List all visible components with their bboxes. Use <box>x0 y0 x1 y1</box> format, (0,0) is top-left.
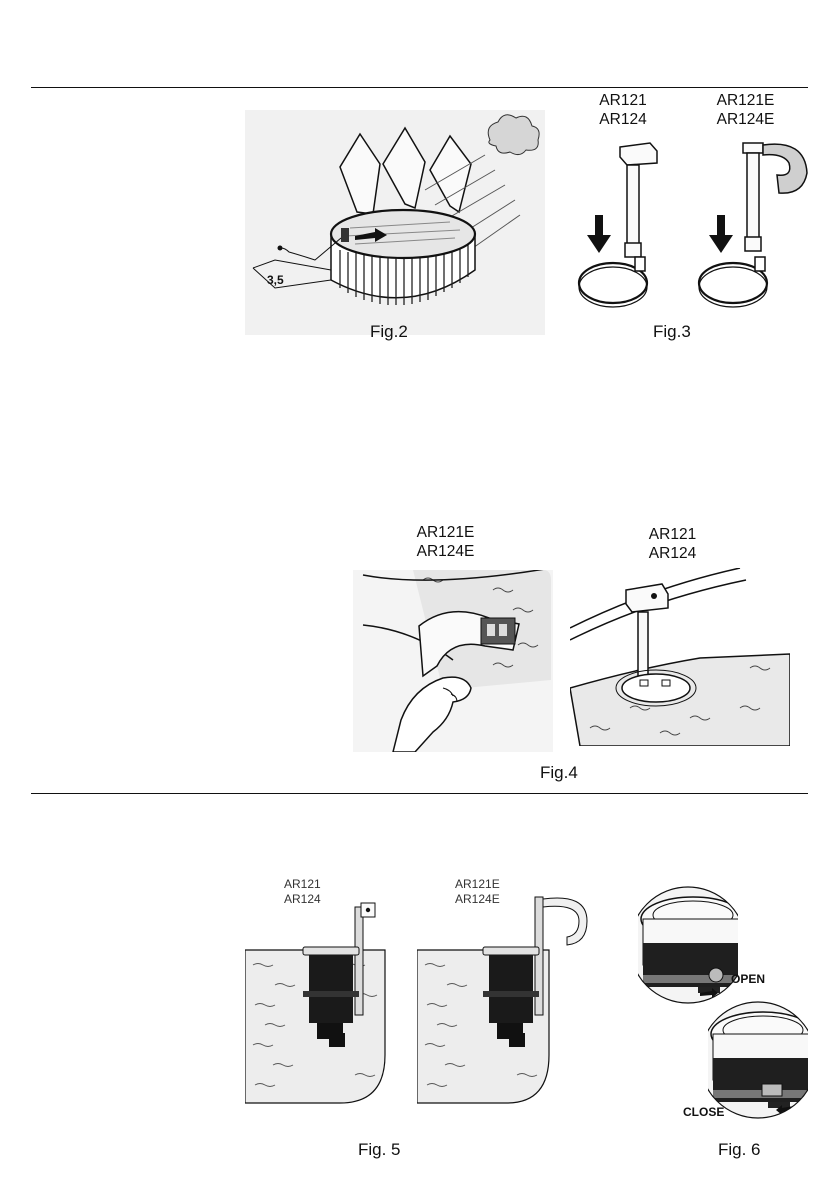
fig5-model-left-1: AR121 <box>284 877 324 892</box>
fig2-illustration: 3,5 <box>245 110 545 335</box>
fig2-distance-label: 3,5 <box>267 273 284 287</box>
fig3-model-right-2: AR124E <box>713 110 778 129</box>
fig3-caption: Fig.3 <box>653 322 691 342</box>
fig5-right-illustration <box>417 895 602 1105</box>
fig2-caption: Fig.2 <box>370 322 408 342</box>
fig3-model-right-1: AR121E <box>713 91 778 110</box>
fig6-open-illustration <box>638 883 738 1008</box>
fig3-model-left-1: AR121 <box>598 91 648 110</box>
fig3-model-left-2: AR124 <box>598 110 648 129</box>
fig5-model-right-1: AR121E <box>455 877 505 892</box>
fig4-model-left-2: AR124E <box>413 542 478 561</box>
fig4-left-illustration <box>353 570 553 752</box>
fig4-right-illustration <box>570 568 790 746</box>
top-divider <box>31 87 808 88</box>
middle-divider <box>31 793 808 794</box>
fig4-model-left-1: AR121E <box>413 523 478 542</box>
fig5-caption: Fig. 5 <box>358 1140 401 1160</box>
fig6-open-label: OPEN <box>731 972 765 986</box>
fig5-left-illustration <box>245 895 395 1105</box>
fig6-caption: Fig. 6 <box>718 1140 761 1160</box>
fig3-illustration <box>565 135 815 315</box>
fig4-model-right-1: AR121 <box>645 525 700 544</box>
fig4-caption: Fig.4 <box>540 763 578 783</box>
fig4-model-right-2: AR124 <box>645 544 700 563</box>
fig6-close-label: CLOSE <box>683 1105 724 1119</box>
